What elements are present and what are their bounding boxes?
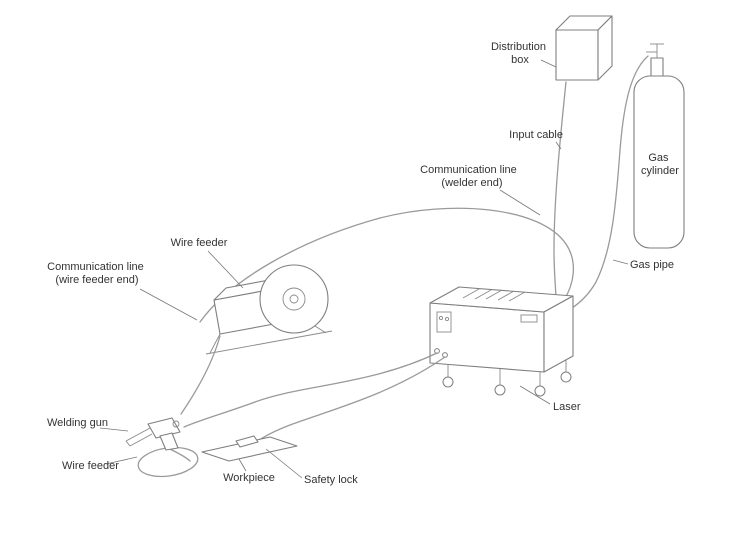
welding-gun-label: Welding gun <box>47 417 108 429</box>
wire-feeder-top-label: Wire feeder <box>171 237 228 249</box>
input-cable <box>553 81 567 301</box>
workpiece-label: Workpiece <box>223 472 275 484</box>
cables <box>199 55 649 323</box>
laser-machine <box>429 286 574 397</box>
gun-loop-cable <box>169 448 191 462</box>
vent-lines <box>462 288 526 302</box>
safety-lock-cable <box>257 356 446 442</box>
gas-pipe <box>571 55 649 309</box>
input-cable-label: Input cable <box>509 129 563 141</box>
safety-lock-clamp <box>235 435 259 448</box>
laser-label: Laser <box>553 401 581 413</box>
gas-cylinder <box>633 43 685 249</box>
communication-cable <box>199 207 574 323</box>
distribution-box <box>555 15 613 81</box>
distribution-box-label: Distribution box <box>491 41 549 66</box>
caster-wheels <box>442 360 572 397</box>
wire-feeder-device <box>205 264 333 355</box>
gas-pipe-label: Gas pipe <box>630 259 674 271</box>
leader-lines <box>99 59 629 479</box>
communication-line-wire-feeder-label: Communication line (wire feeder end) <box>47 261 147 286</box>
logo-plate <box>520 314 538 323</box>
safety-lock-label: Safety lock <box>304 474 358 486</box>
gas-cylinder-label: Gas cylinder <box>641 152 679 177</box>
welding-gun <box>125 417 181 451</box>
control-panel <box>436 311 452 333</box>
wire-spool <box>259 264 329 334</box>
communication-line-welder-label: Communication line (welder end) <box>420 164 520 189</box>
wire-conduit <box>180 335 221 415</box>
wire-feeder-bottom-label: Wire feeder <box>62 460 119 472</box>
bottom-cables <box>137 335 446 478</box>
gun-cable <box>183 352 438 428</box>
